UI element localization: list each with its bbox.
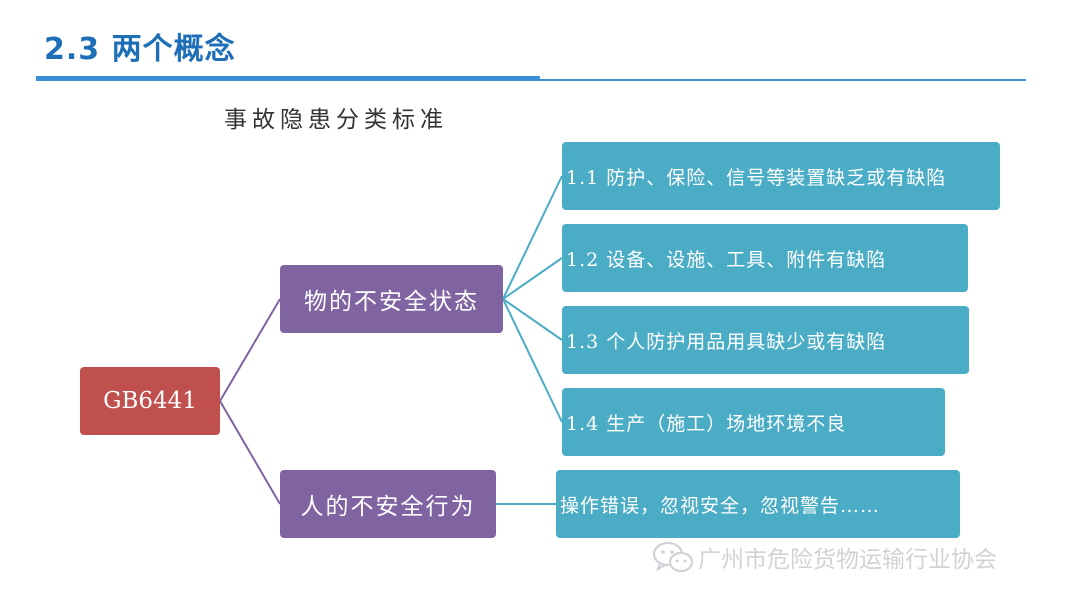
- connector-branch1-leaf-2: [502, 257, 563, 300]
- watermark: 广州市危险货物运输行业协会: [652, 540, 997, 574]
- connector-branch1-leaf-3: [502, 298, 563, 341]
- connector-root-branch-2: [219, 400, 281, 505]
- header-divider-thick: [36, 76, 540, 81]
- wechat-icon: [652, 541, 694, 573]
- watermark-text: 广州市危险货物运输行业协会: [698, 547, 997, 573]
- connector-branch1-leaf-1: [502, 175, 563, 300]
- leaf-node-equipment-defects: 1.2 设备、设施、工具、附件有缺陷: [562, 224, 968, 292]
- connector-branch1-leaf-4: [502, 298, 563, 423]
- branch-node-unsafe-conditions: 物的不安全状态: [280, 265, 503, 333]
- leaf-node-site-environment: 1.4 生产（施工）场地环境不良: [562, 388, 945, 456]
- diagram-subtitle: 事故隐患分类标准: [224, 107, 448, 133]
- branch-node-unsafe-behaviors: 人的不安全行为: [280, 470, 496, 538]
- leaf-node-protective-devices: 1.1 防护、保险、信号等装置缺乏或有缺陷: [562, 142, 1000, 210]
- connector-root-branch-1: [219, 298, 281, 402]
- page-title: 2.3 两个概念: [44, 32, 236, 67]
- root-node-gb6441: GB6441: [80, 367, 220, 435]
- leaf-node-ppe-defects: 1.3 个人防护用品用具缺少或有缺陷: [562, 306, 969, 374]
- leaf-node-operation-errors: 操作错误，忽视安全，忽视警告……: [556, 470, 960, 538]
